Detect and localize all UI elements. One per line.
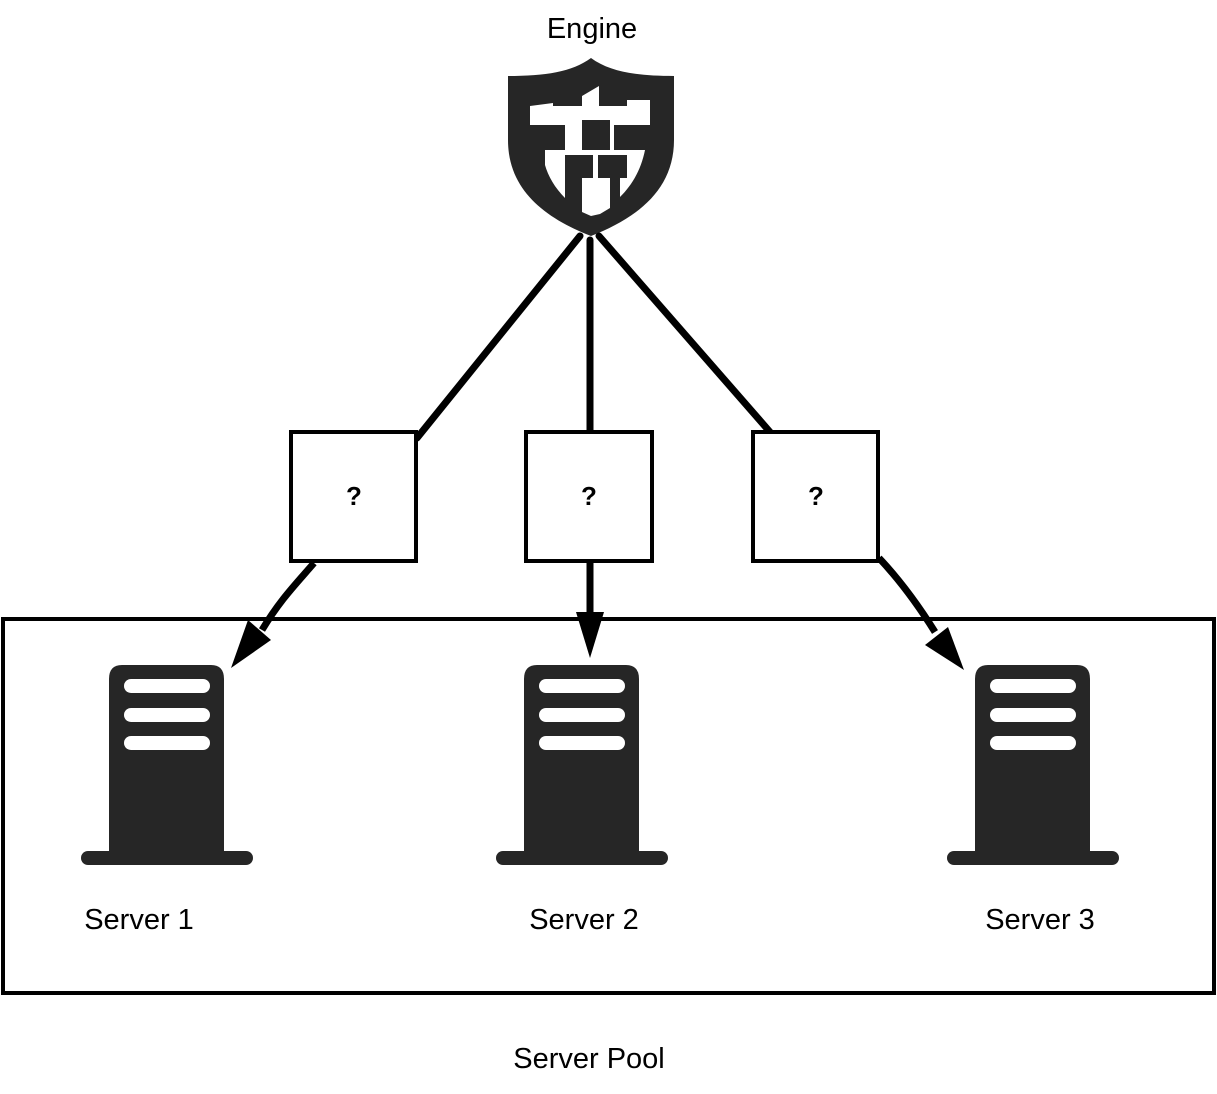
server-3-label: Server 3 bbox=[985, 904, 1095, 936]
edge-engine-to-decision-1 bbox=[413, 232, 584, 442]
decision-label: ? bbox=[581, 481, 597, 511]
edge-decision-3-to-server-3 bbox=[876, 555, 938, 634]
server-2-label: Server 2 bbox=[529, 904, 639, 936]
server-pool-label: Server Pool bbox=[513, 1043, 665, 1075]
server-pool-container bbox=[1, 617, 1216, 995]
decision-label: ? bbox=[808, 481, 824, 511]
decision-box-3: ? bbox=[751, 430, 880, 563]
edge-engine-to-decision-3 bbox=[595, 232, 774, 436]
decision-box-1: ? bbox=[289, 430, 418, 563]
server-tower-icon bbox=[947, 665, 1119, 865]
arrowhead-server-1 bbox=[231, 620, 271, 668]
arrowhead-server-3 bbox=[925, 627, 964, 670]
decision-label: ? bbox=[346, 481, 362, 511]
server-tower-icon bbox=[81, 665, 253, 865]
server-tower-icon bbox=[496, 665, 668, 865]
server-1-label: Server 1 bbox=[84, 904, 194, 936]
decision-box-2: ? bbox=[524, 430, 654, 563]
firewall-shield-icon bbox=[508, 58, 674, 236]
engine-label: Engine bbox=[547, 13, 637, 45]
edge-decision-1-to-server-1 bbox=[258, 560, 317, 632]
arrowhead-server-2 bbox=[576, 612, 604, 658]
